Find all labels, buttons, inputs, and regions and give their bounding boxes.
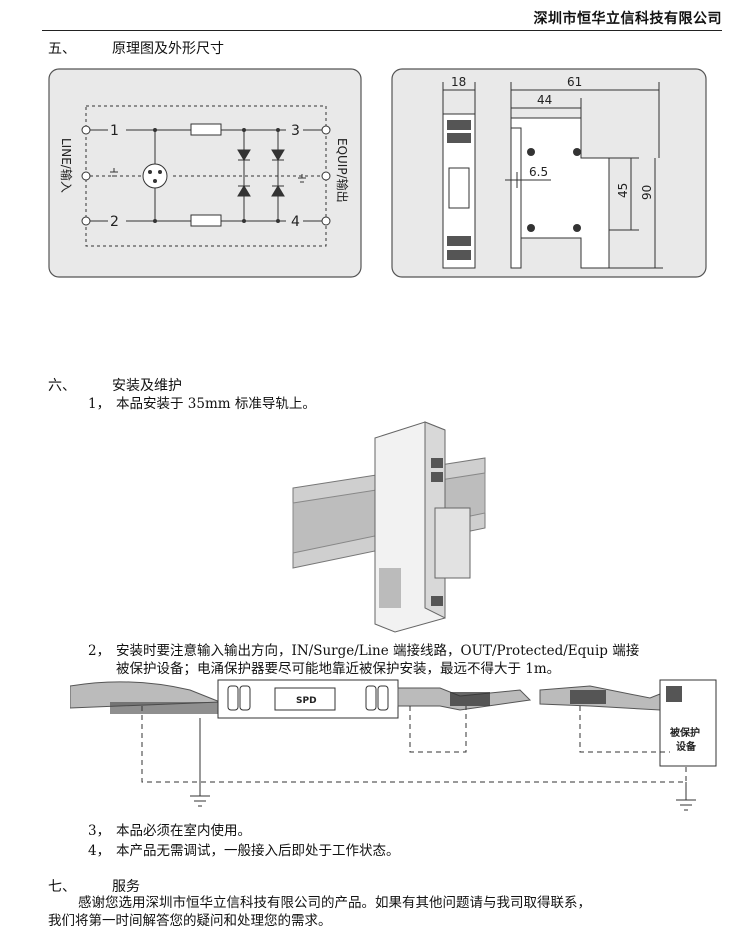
section7-number: 七、 [48,879,76,895]
pin-1-label: 1 [110,123,119,139]
pin-2-label: 2 [110,214,119,230]
dim-6-5: 6.5 [529,165,548,179]
item2-line2: 被保护设备；电涌保护器要尽可能地靠近被保护安装，最远不得大于 1m。 [116,661,561,677]
dim-45: 45 [616,183,630,198]
item2-line1: 安装时要注意输入输出方向，IN/Surge/Line 端接线路，OUT/Prot… [116,643,640,659]
equip-label-line2: 设备 [676,740,697,753]
line-input-label: LINE/输入 [59,138,74,193]
item1-number: 1， [88,396,111,412]
section6-title: 安装及维护 [112,378,182,394]
service-line2: 我们将第一时间解答您的疑问和处理您的需求。 [48,913,332,929]
dim-61: 61 [567,75,582,89]
wiring-diagram: SPD 被保护 设备 [70,679,717,811]
schematic-diagram: 1 2 3 4 LINE/输入 EQUIP/输出 [48,68,362,278]
item1-text: 本品安装于 35mm 标准导轨上。 [116,396,316,412]
pin-3-label: 3 [291,123,300,139]
section5-title: 原理图及外形尺寸 [112,41,224,57]
service-line1: 感谢您选用深圳市恒华立信科技有限公司的产品。如果有其他问题请与我司取得联系， [78,895,591,911]
dim-90: 90 [640,185,654,200]
section7-title: 服务 [112,879,140,895]
dimension-drawing: 18 61 44 6.5 45 90 [391,68,707,278]
pin-4-label: 4 [291,214,300,230]
item3-text: 本品必须在室内使用。 [116,823,251,839]
company-name: 深圳市恒华立信科技有限公司 [533,11,722,27]
item2-number: 2， [88,643,111,659]
spd-label: SPD [296,696,317,706]
header-divider [42,30,722,31]
item3-number: 3， [88,823,111,839]
section6-number: 六、 [48,378,76,394]
dim-18: 18 [451,75,466,89]
dim-44: 44 [537,93,552,107]
item4-text: 本产品无需调试，一般接入后即处于工作状态。 [116,843,400,859]
equip-label-line1: 被保护 [670,726,700,739]
equip-output-label: EQUIP/输出 [335,138,350,203]
spd-rail-illustration [292,421,486,633]
item4-number: 4， [88,843,111,859]
section5-number: 五、 [48,41,76,57]
